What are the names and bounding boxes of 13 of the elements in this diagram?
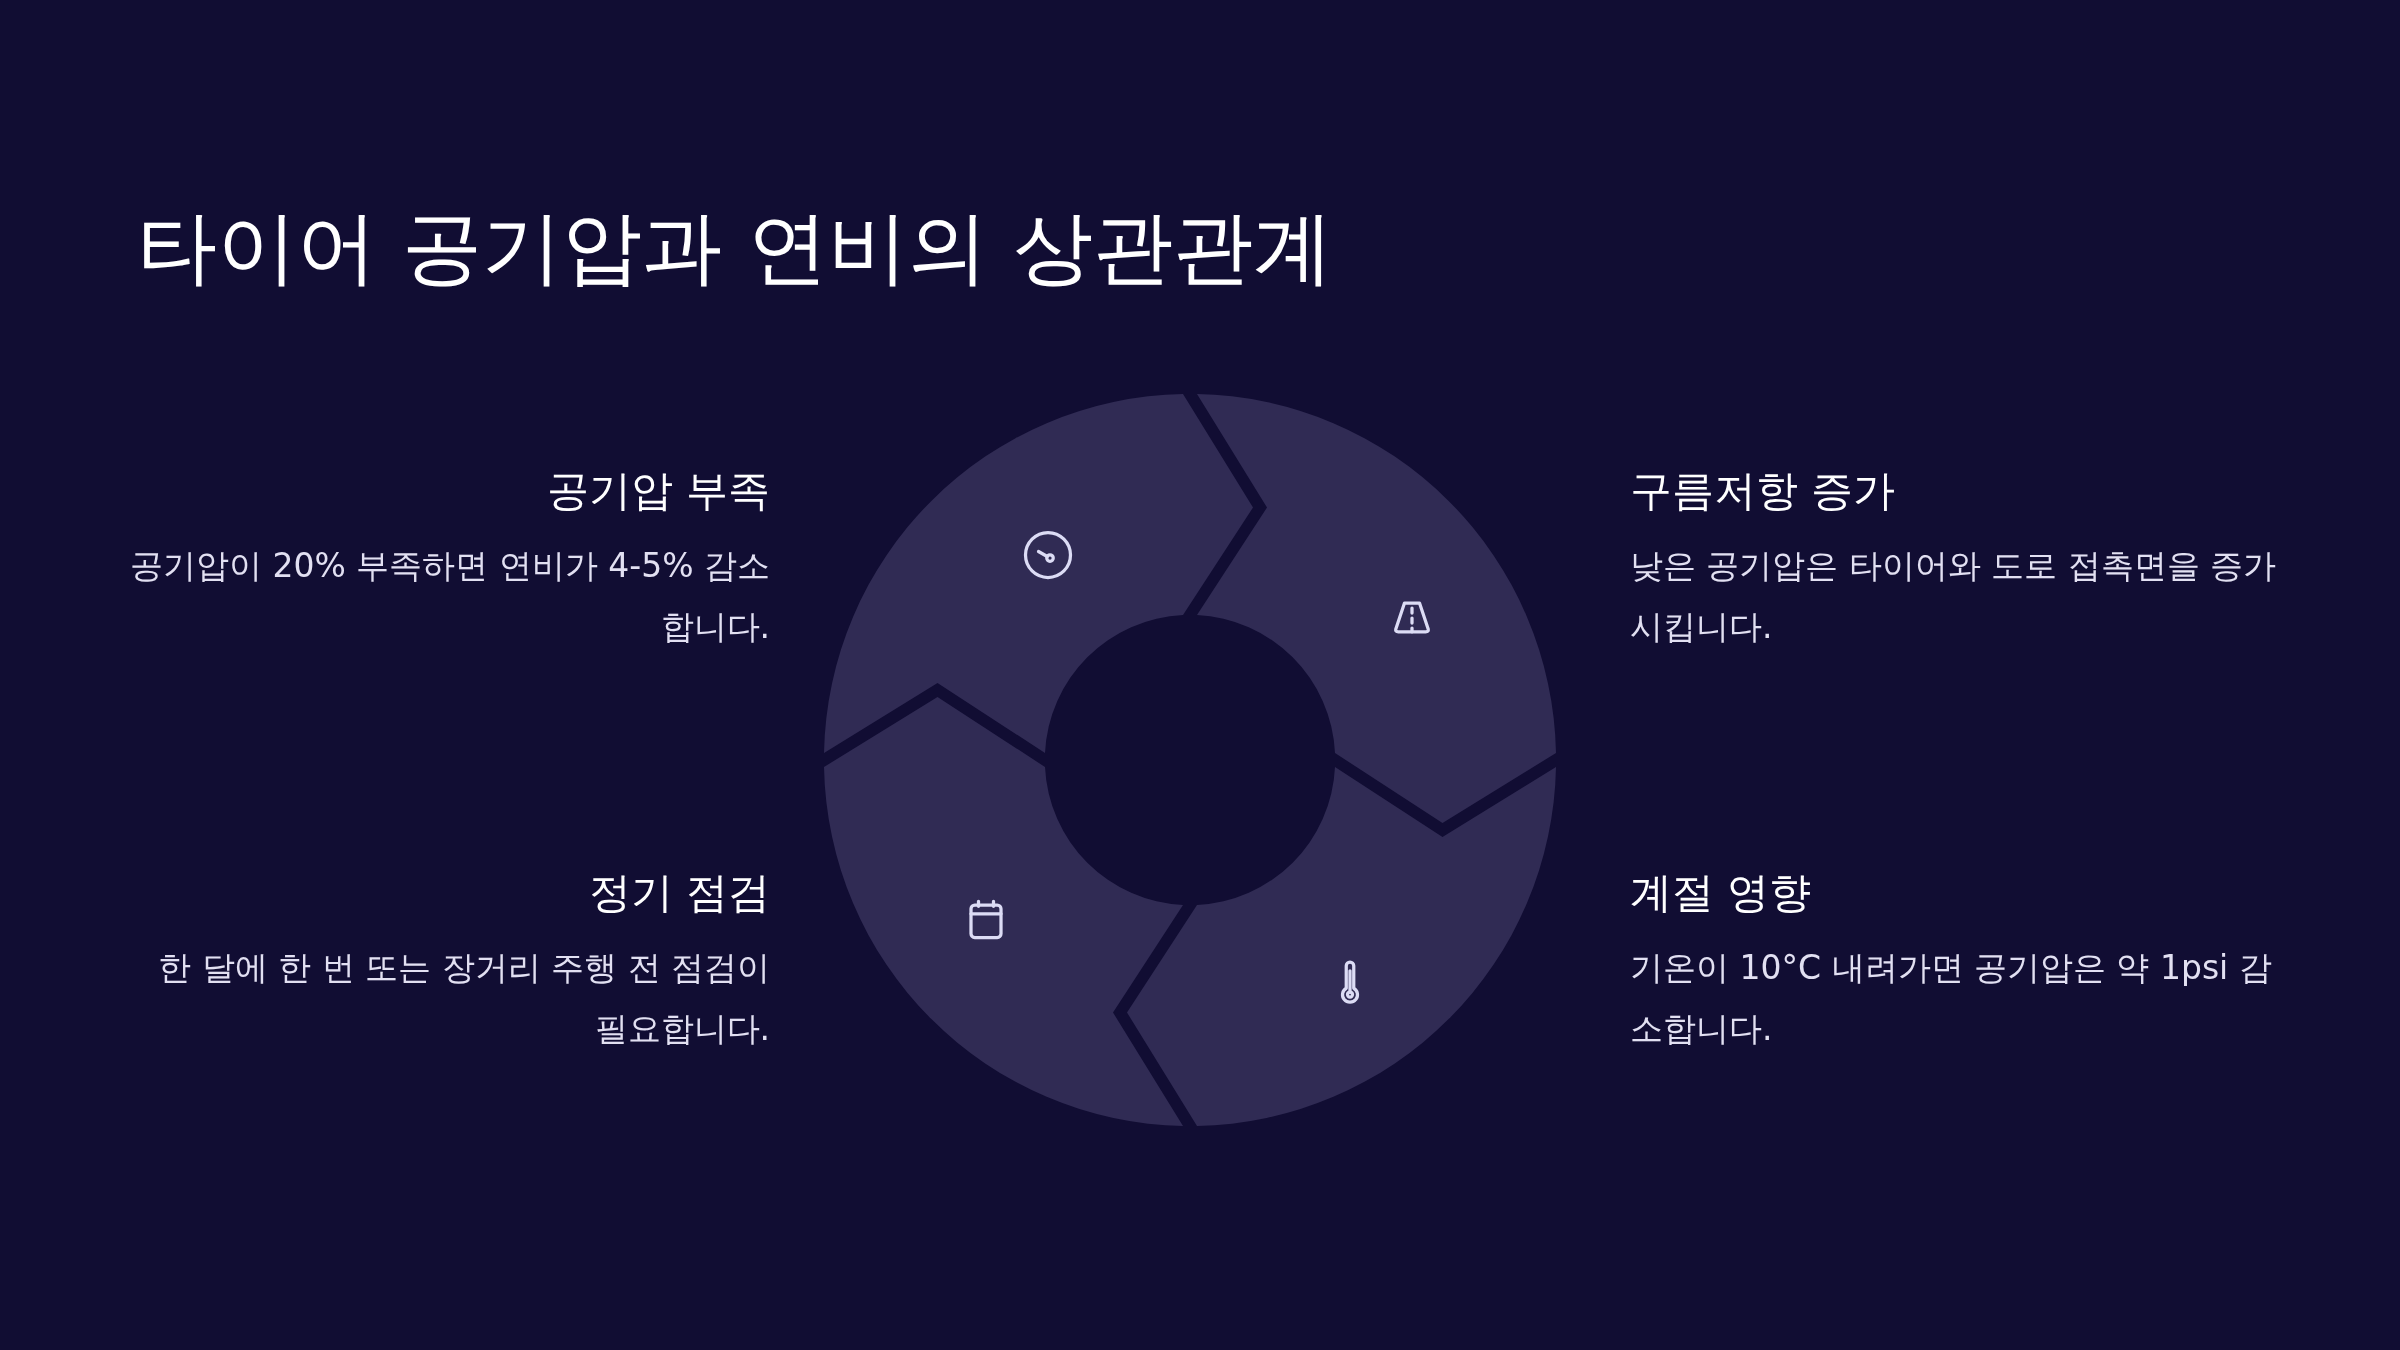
title: 타이어 공기압과 연비의 상관관계 xyxy=(137,200,1334,296)
segment-heading: 계절 영향 xyxy=(1630,867,1813,919)
ring-segment xyxy=(1197,394,1556,823)
segment-description: 낮은 공기압은 타이어와 도로 접촉면을 증가시킵니다. xyxy=(1630,544,2278,648)
segment-heading: 정기 점검 xyxy=(587,867,770,919)
ring-segment xyxy=(1127,767,1556,1126)
segment-description: 기온이 10°C 내려가면 공기압은 약 1psi 감소합니다. xyxy=(1630,946,2273,1050)
segment-heading: 공기압 부족 xyxy=(545,465,770,517)
segment-heading: 구름저항 증가 xyxy=(1630,465,1897,517)
ring-segment xyxy=(824,394,1253,753)
segment-description: 공기압이 20% 부족하면 연비가 4-5% 감소합니다. xyxy=(128,544,770,648)
segment-description: 한 달에 한 번 또는 장거리 주행 전 점검이 필요합니다. xyxy=(157,946,770,1050)
ring-segment xyxy=(824,697,1183,1126)
